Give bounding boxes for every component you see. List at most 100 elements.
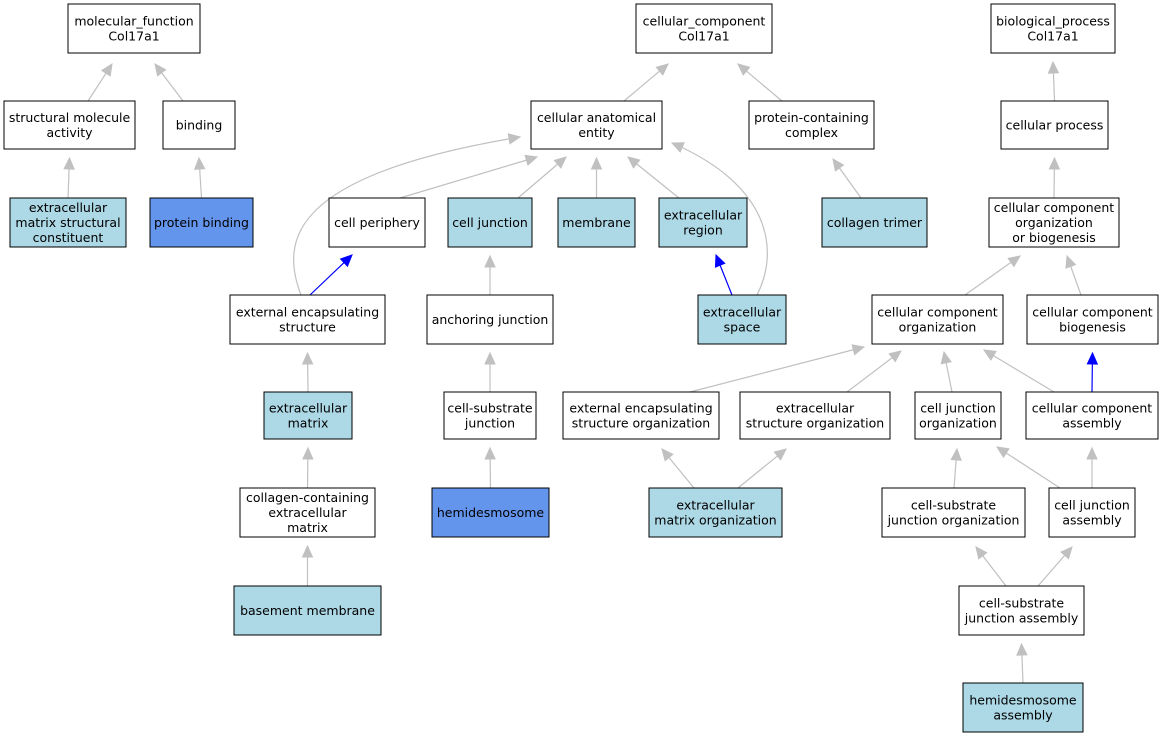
edge-cae-to-cc_root bbox=[623, 63, 669, 102]
node-label-line: collagen-containing bbox=[246, 490, 369, 505]
node-label-line: cell junction bbox=[452, 215, 528, 230]
edge-cj_org-to-cc_org bbox=[940, 350, 953, 393]
node-anchoring[interactable]: anchoring junction bbox=[426, 294, 554, 345]
edge-ext_encaps-to-cae bbox=[293, 133, 522, 296]
node-label-line: junction organization bbox=[887, 513, 1020, 528]
node-label-line: biological_process bbox=[996, 14, 1110, 29]
node-cell-periphery[interactable]: cell periphery bbox=[328, 197, 426, 248]
arrowhead bbox=[524, 154, 539, 166]
node-label-line: extracellular bbox=[29, 200, 108, 215]
arrowhead bbox=[655, 63, 669, 76]
node-box bbox=[233, 585, 382, 636]
edge-layer bbox=[63, 60, 1099, 684]
node-membrane[interactable]: membrane bbox=[557, 197, 636, 248]
node-label-line: protein binding bbox=[154, 215, 249, 230]
arrowhead bbox=[193, 156, 206, 170]
arrowhead bbox=[1086, 351, 1099, 365]
node-hemidesmosome[interactable]: hemidesmosome bbox=[431, 487, 550, 538]
edge-ecm_org-to-ec_struct_org bbox=[737, 448, 787, 489]
edge-cj_assembly-to-cc_assembly bbox=[1086, 446, 1098, 488]
node-label-line: structure organization bbox=[572, 416, 710, 431]
node-label-line: activity bbox=[46, 125, 93, 140]
node-label-line: external encapsulating bbox=[236, 305, 379, 320]
arrowhead bbox=[714, 253, 726, 268]
node-collagen-trimer[interactable]: collagen trimer bbox=[821, 197, 928, 248]
node-label-line: external encapsulating bbox=[569, 401, 712, 416]
edge-cell_junction-to-cae bbox=[517, 156, 567, 199]
arrowhead bbox=[302, 446, 314, 460]
arrowhead bbox=[301, 544, 314, 558]
node-binding[interactable]: binding bbox=[162, 100, 236, 150]
node-label-line: cell periphery bbox=[334, 215, 420, 230]
edge-hd_assembly-to-csj_assembly bbox=[1016, 642, 1028, 684]
node-basement[interactable]: basement membrane bbox=[233, 585, 382, 636]
node-label-line: hemidesmosome bbox=[969, 693, 1077, 708]
node-box bbox=[263, 391, 353, 440]
arrowhead bbox=[1007, 255, 1021, 268]
arrowhead bbox=[154, 63, 167, 77]
edge-ec_region-to-cae bbox=[627, 156, 680, 199]
node-label-line: or biogenesis bbox=[1012, 230, 1096, 245]
edge-ec_struct_org-to-cc_org bbox=[846, 350, 902, 393]
node-box bbox=[958, 585, 1085, 636]
node-label-line: region bbox=[683, 223, 723, 238]
node-label-line: space bbox=[724, 320, 761, 335]
node-box bbox=[557, 197, 636, 248]
node-label-line: Col17a1 bbox=[678, 29, 729, 44]
node-label-line: membrane bbox=[562, 215, 631, 230]
edge-hemidesmosome-to-csj bbox=[484, 446, 496, 489]
arrowhead bbox=[484, 254, 496, 268]
arrowhead bbox=[484, 446, 496, 460]
node-cproc[interactable]: cellular process bbox=[1000, 100, 1109, 150]
node-box bbox=[443, 391, 537, 440]
node-label-line: organization bbox=[919, 416, 997, 431]
edge-struct_mol-to-mf_root bbox=[87, 62, 113, 102]
arrowhead bbox=[832, 158, 845, 172]
arrowhead bbox=[995, 446, 1010, 459]
node-label-line: matrix structural bbox=[15, 215, 120, 230]
arrowhead bbox=[1086, 446, 1098, 460]
arrowhead bbox=[737, 63, 751, 76]
arrowhead bbox=[982, 349, 997, 361]
arrowhead bbox=[590, 156, 603, 170]
node-label-line: binding bbox=[176, 118, 223, 133]
node-box bbox=[9, 197, 127, 248]
node-protein-binding[interactable]: protein binding bbox=[149, 197, 254, 248]
node-label-line: matrix organization bbox=[654, 513, 776, 528]
edge-ecm_struct-to-struct_mol bbox=[63, 156, 75, 199]
node-cell-junction[interactable]: cell junction bbox=[447, 197, 533, 248]
edge-cj_assembly-to-cj_org bbox=[995, 446, 1061, 489]
arrowhead bbox=[1048, 156, 1061, 170]
node-label-line: cellular component bbox=[1032, 401, 1152, 416]
node-box bbox=[1026, 294, 1159, 345]
arrowhead bbox=[339, 254, 353, 268]
arrowhead bbox=[553, 156, 567, 169]
node-label-line: cell junction bbox=[1054, 498, 1130, 513]
